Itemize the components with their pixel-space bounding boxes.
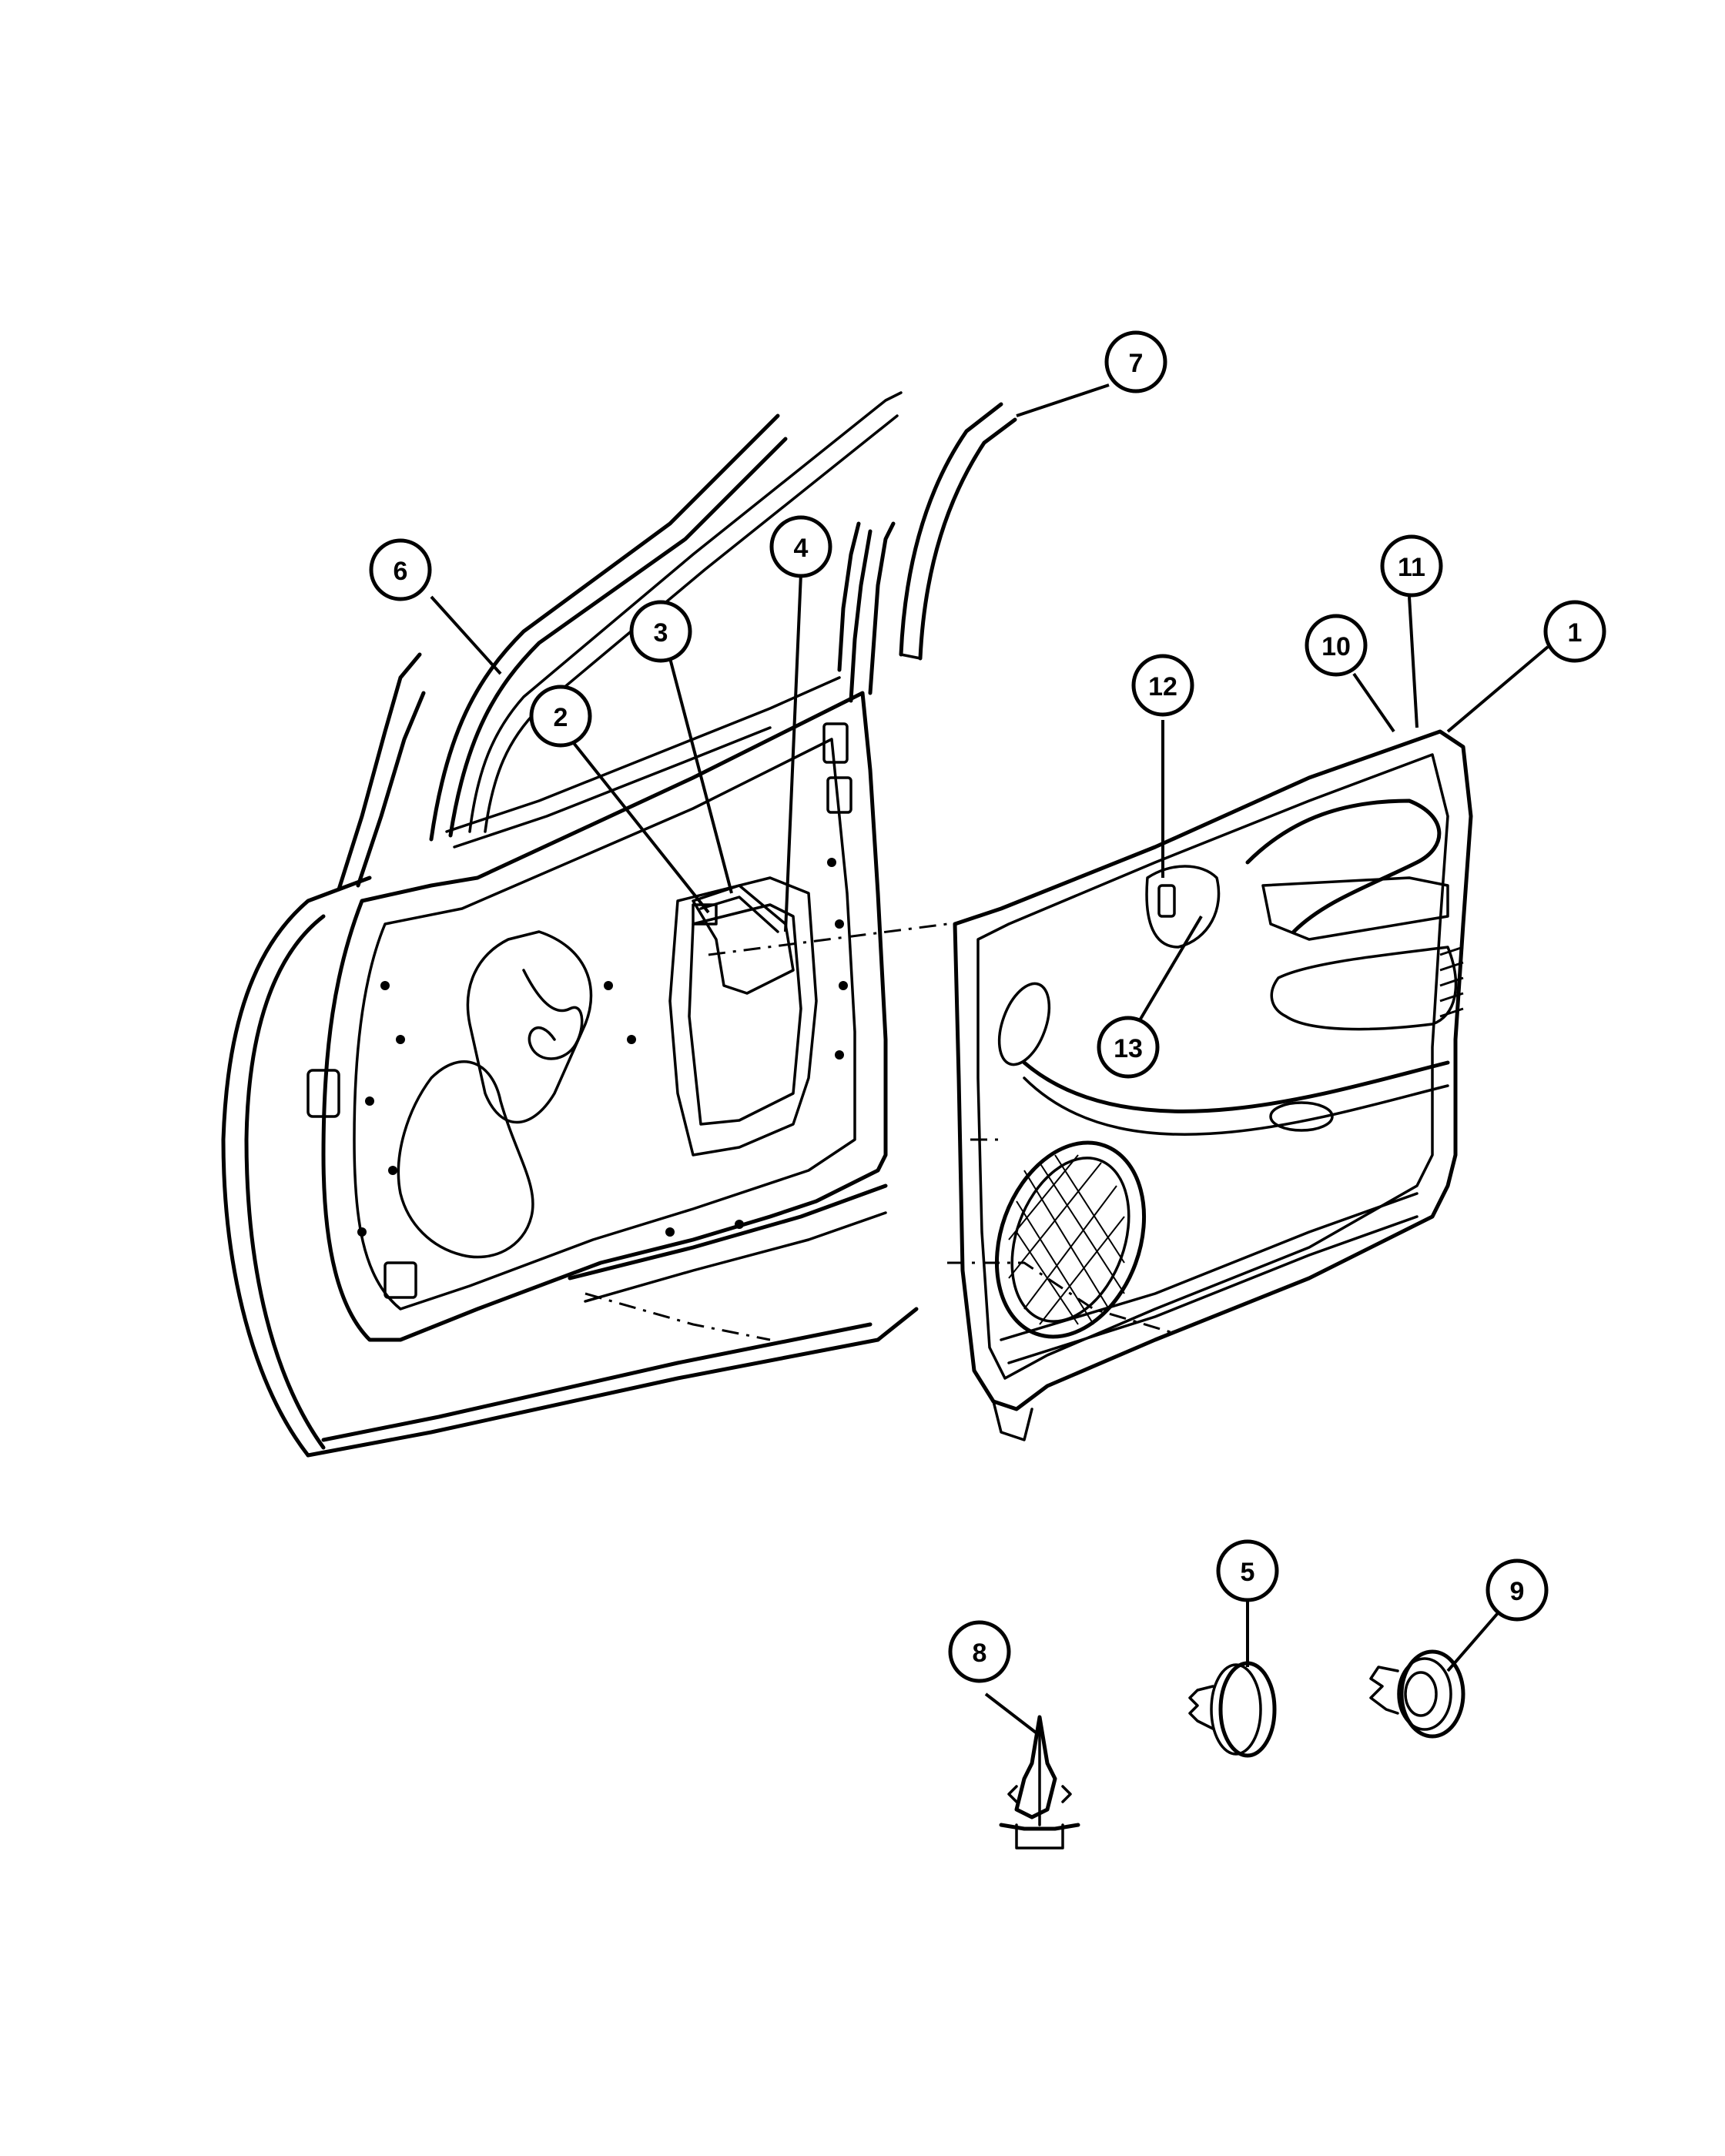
door-trim-panel bbox=[947, 729, 1473, 1441]
callout-label: 10 bbox=[1321, 632, 1351, 661]
weatherstrip-7 bbox=[899, 402, 1017, 661]
callout-label: 12 bbox=[1148, 672, 1177, 701]
alignment-line bbox=[584, 1292, 771, 1341]
callout-7[interactable]: 7 bbox=[1104, 330, 1167, 393]
callout-label: 8 bbox=[973, 1639, 987, 1668]
callout-label: 13 bbox=[1114, 1034, 1143, 1063]
callout-2[interactable]: 2 bbox=[529, 685, 592, 748]
callout-label: 2 bbox=[554, 703, 568, 732]
callout-11[interactable]: 11 bbox=[1380, 534, 1443, 598]
callout-label: 9 bbox=[1510, 1577, 1525, 1606]
fastener-8 bbox=[999, 1715, 1080, 1850]
callout-5[interactable]: 5 bbox=[1216, 1539, 1279, 1602]
callout-label: 6 bbox=[394, 557, 408, 586]
callout-10[interactable]: 10 bbox=[1305, 614, 1368, 677]
door-shell bbox=[221, 521, 919, 1458]
callout-label: 1 bbox=[1568, 618, 1583, 648]
callout-3[interactable]: 3 bbox=[629, 600, 692, 663]
callout-label: 5 bbox=[1241, 1558, 1255, 1587]
callout-leaders bbox=[430, 383, 1549, 1734]
callout-label: 4 bbox=[794, 534, 809, 563]
handle-bracket bbox=[692, 884, 948, 995]
callout-12[interactable]: 12 bbox=[1131, 654, 1194, 717]
callout-6[interactable]: 6 bbox=[369, 538, 432, 601]
callout-8[interactable]: 8 bbox=[948, 1620, 1011, 1683]
callout-label: 3 bbox=[654, 618, 668, 648]
fastener-9 bbox=[1369, 1649, 1465, 1739]
callout-label: 11 bbox=[1398, 553, 1425, 582]
callout-13[interactable]: 13 bbox=[1097, 1016, 1160, 1079]
callout-4[interactable]: 4 bbox=[769, 515, 832, 578]
callout-1[interactable]: 1 bbox=[1543, 600, 1606, 663]
speaker-grille bbox=[1008, 1154, 1125, 1325]
fastener-5 bbox=[1188, 1661, 1277, 1758]
callout-label: 7 bbox=[1129, 349, 1144, 378]
callout-9[interactable]: 9 bbox=[1486, 1558, 1549, 1622]
